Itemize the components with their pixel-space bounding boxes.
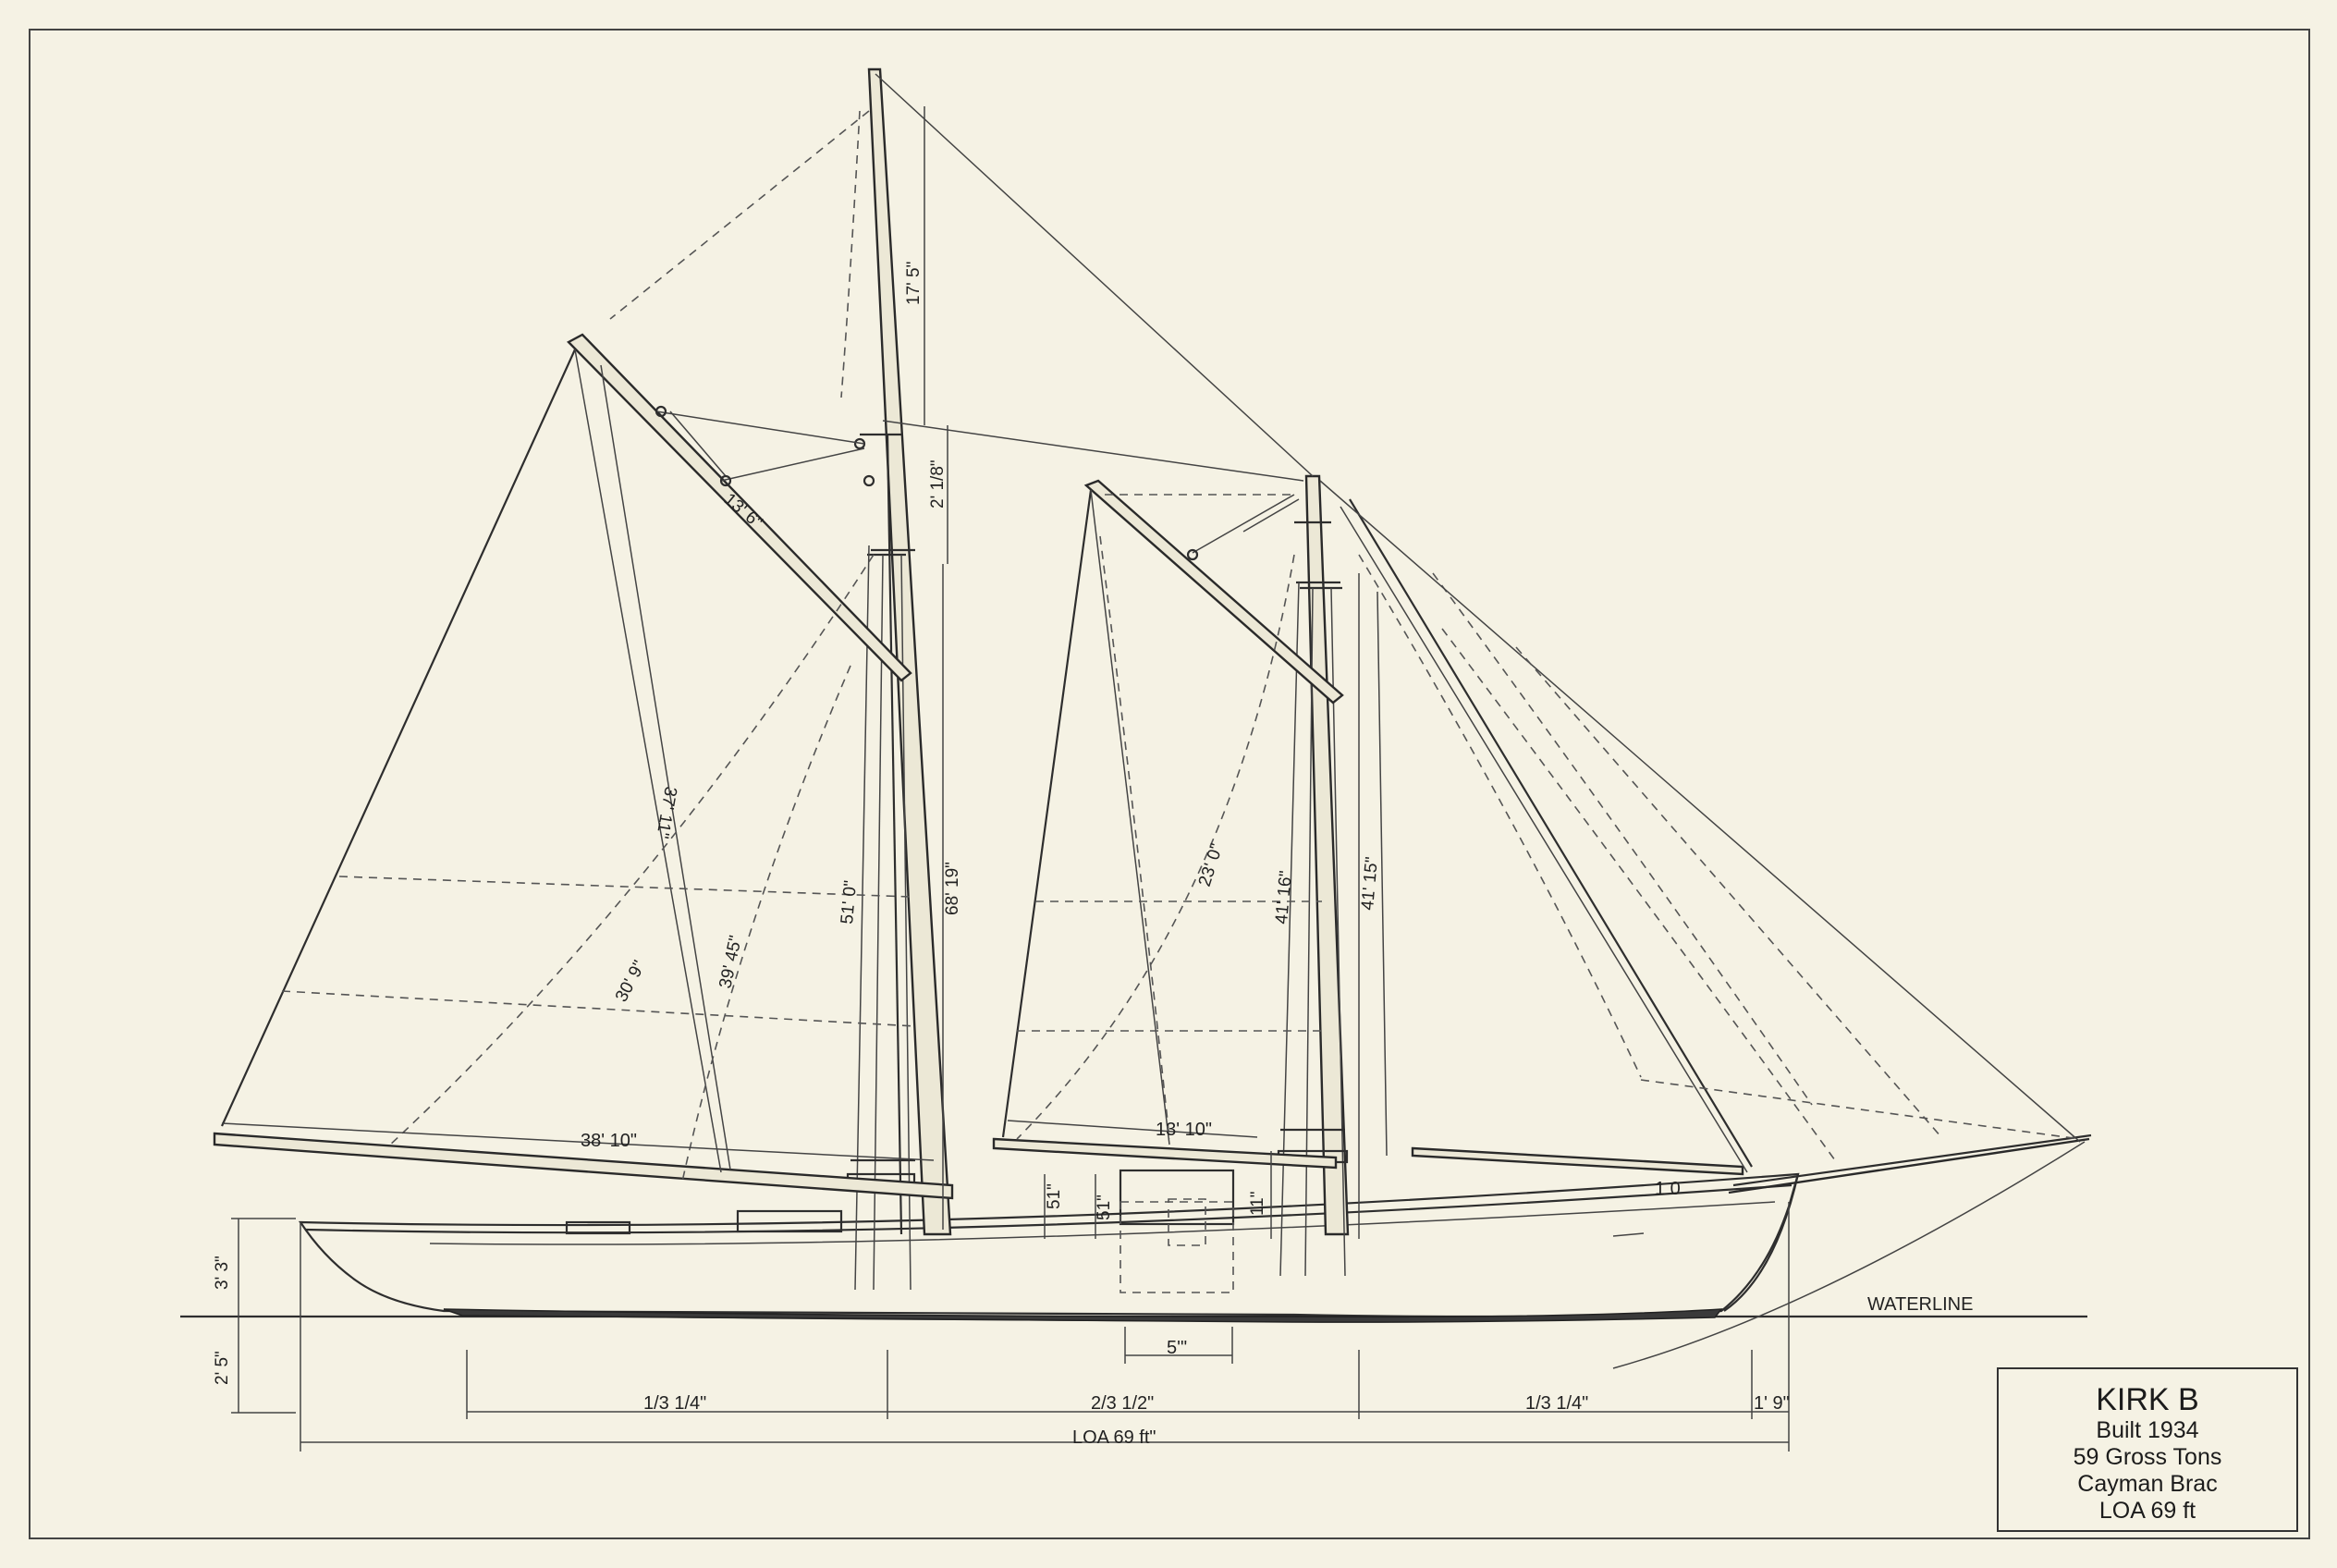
vessel-tonnage: 59 Gross Tons xyxy=(2073,1444,2222,1470)
fore-boom-label: 13' 10" xyxy=(1156,1120,1212,1140)
mainsail xyxy=(220,110,916,1182)
vessel-place: Cayman Brac xyxy=(2077,1471,2218,1497)
aft-hatch xyxy=(565,1220,631,1235)
main-doubling-label: 2' 1/8" xyxy=(928,459,948,508)
bowsprit-upper xyxy=(1732,1133,2092,1187)
bobstay xyxy=(1612,1141,2086,1369)
fore-mast-lower-label: 41' 16" xyxy=(1272,870,1296,925)
bow-overhang-label: 1' 9" xyxy=(1754,1393,1790,1414)
deckhouse-interior xyxy=(1120,1201,1234,1293)
hull xyxy=(298,1169,1800,1323)
rail-height-label: 11" xyxy=(1248,1192,1267,1216)
companionway xyxy=(1168,1198,1206,1246)
main-boom xyxy=(213,1132,954,1200)
bowsprit xyxy=(1728,1137,2090,1194)
mid-section-label: 2/3 1/2" xyxy=(1091,1393,1154,1414)
vessel-loa: LOA 69 ft xyxy=(2098,1498,2196,1524)
dimension-lines xyxy=(221,106,1790,1452)
house-height-2-label: 51" xyxy=(1095,1194,1114,1220)
fore-boom xyxy=(992,1137,1338,1170)
aft-third-label: 1/3 1/4" xyxy=(643,1393,706,1414)
fwd-third-label: 1/3 1/4" xyxy=(1525,1393,1588,1414)
main-diagonal-label: 30' 9" xyxy=(612,958,650,1006)
fore-deckhouse xyxy=(1119,1169,1235,1226)
house-width-label: 5'" xyxy=(1167,1338,1187,1358)
main-topmast-label: 17' 5" xyxy=(904,262,924,305)
foresail xyxy=(1001,489,1327,1145)
jib-club xyxy=(1411,1146,1744,1176)
loa-dimension-label: LOA 69 ft" xyxy=(1072,1427,1156,1448)
freeboard-label: 3' 3" xyxy=(213,1256,232,1290)
foresail-diag-label: 23' 0" xyxy=(1195,841,1228,889)
main-gaff xyxy=(567,333,912,682)
fore-mast-label: 41' 15" xyxy=(1358,856,1382,912)
draft-label: 2' 5" xyxy=(213,1351,232,1385)
fore-gaff xyxy=(1083,479,1344,704)
drawing-border xyxy=(29,29,2310,1539)
rigging-stays xyxy=(875,73,2081,1161)
aft-deckhouse xyxy=(736,1209,843,1233)
bow-mark-label: 1 0 xyxy=(1655,1179,1681,1199)
vessel-built: Built 1934 xyxy=(2096,1417,2199,1443)
waterline-label: WATERLINE xyxy=(1867,1294,1973,1315)
bottom-paint xyxy=(443,1308,1723,1323)
house-height-label: 51" xyxy=(1045,1183,1064,1209)
main-mast-total-label: 68' 19" xyxy=(943,862,962,915)
jib xyxy=(1340,498,2081,1173)
vessel-name: KIRK B xyxy=(2096,1382,2199,1417)
main-mast-lower-label: 51' 0" xyxy=(838,879,861,925)
title-block: KIRK B Built 1934 59 Gross Tons Cayman B… xyxy=(1997,1367,2298,1532)
main-boom-label: 38' 10" xyxy=(581,1131,637,1151)
